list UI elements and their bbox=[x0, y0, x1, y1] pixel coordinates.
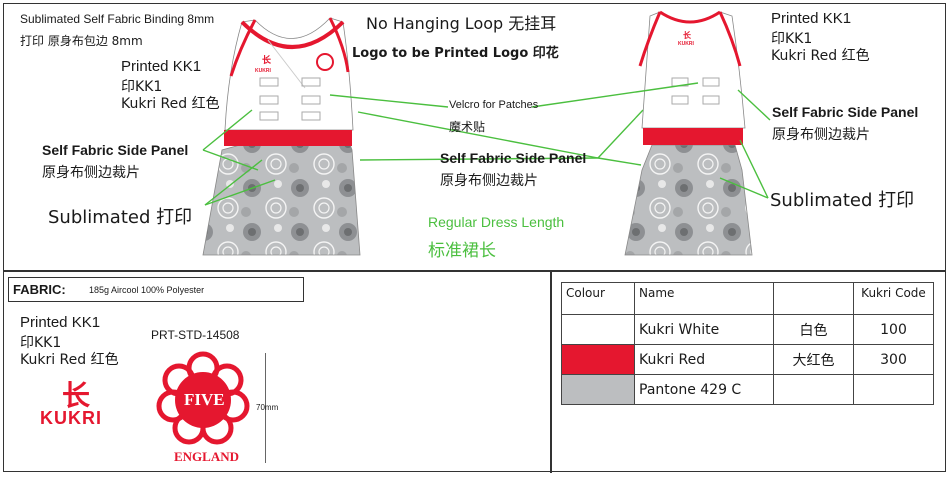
colour-cn: 大红色 bbox=[773, 344, 854, 375]
no-hanging-loop-note: No Hanging Loop 无挂耳 bbox=[366, 14, 557, 33]
binding-note-en: Sublimated Self Fabric Binding 8mm bbox=[20, 12, 215, 26]
svg-text:KUKRI: KUKRI bbox=[678, 41, 694, 47]
front-dress: 长 KUKRI bbox=[202, 17, 361, 256]
back-dress: 长 KUKRI bbox=[624, 10, 753, 256]
side-panel-right-en: Self Fabric Side Panel bbox=[772, 104, 919, 120]
logo-printed-kk1: Printed KK1 bbox=[20, 314, 101, 331]
fabric-label: FABRIC: bbox=[13, 282, 66, 297]
dress-illustrations: 长 KUKRI 长 KUKRI bbox=[202, 10, 771, 256]
regular-length-cn: 标准裙长 bbox=[428, 241, 496, 261]
svg-text:KUKRI: KUKRI bbox=[255, 68, 271, 74]
header-name: Name bbox=[634, 282, 774, 315]
velcro-note-cn: 魔术贴 bbox=[449, 120, 486, 134]
back-yin-kk1: 印KK1 bbox=[771, 31, 813, 47]
sheet-frame bbox=[3, 3, 946, 472]
table-row: Kukri White 白色 100 bbox=[561, 314, 934, 345]
back-kukri-red: Kukri Red 红色 bbox=[771, 48, 870, 64]
colour-cn bbox=[773, 374, 854, 405]
colour-swatch bbox=[561, 374, 635, 405]
header-cn bbox=[773, 282, 854, 315]
dimension-label: 70mm bbox=[256, 403, 279, 412]
england-netball-crest-icon bbox=[156, 351, 250, 445]
divider-horizontal bbox=[3, 270, 946, 272]
front-printed-kk1: Printed KK1 bbox=[121, 58, 202, 75]
kukri-wordmark: KUKRI bbox=[40, 408, 102, 428]
colour-name: Pantone 429 C bbox=[634, 374, 774, 405]
colour-code: 300 bbox=[853, 344, 934, 375]
colour-code bbox=[853, 374, 934, 405]
table-row: Kukri Red 大红色 300 bbox=[561, 344, 934, 375]
svg-text:长: 长 bbox=[262, 54, 272, 66]
dimension-line bbox=[265, 353, 266, 463]
colour-cn: 白色 bbox=[773, 314, 854, 345]
colour-swatch bbox=[561, 314, 635, 345]
crest-five-text: FIVE bbox=[184, 390, 225, 409]
colour-table: Colour Name Kukri Code Kukri White 白色 10… bbox=[561, 282, 934, 405]
side-panel-left-cn: 原身布侧边裁片 bbox=[42, 165, 140, 181]
side-panel-mid-cn: 原身布侧边裁片 bbox=[440, 173, 538, 189]
print-code: PRT-STD-14508 bbox=[151, 328, 240, 342]
crest-england-text: ENGLAND bbox=[174, 449, 240, 464]
back-printed-kk1: Printed KK1 bbox=[771, 10, 852, 27]
binding-note-cn: 打印 原身布包边 8mm bbox=[20, 34, 143, 48]
fabric-value: 185g Aircool 100% Polyester bbox=[89, 285, 205, 295]
front-kukri-red: Kukri Red 红色 bbox=[121, 96, 220, 112]
sublimated-right: Sublimated 打印 bbox=[770, 190, 915, 211]
kukri-symbol-icon: 长 bbox=[62, 379, 91, 412]
colour-code: 100 bbox=[853, 314, 934, 345]
logo-yin-kk1: 印KK1 bbox=[20, 335, 62, 351]
header-colour: Colour bbox=[561, 282, 635, 315]
colour-name: Kukri White bbox=[634, 314, 774, 345]
velcro-note-en: Velcro for Patches bbox=[449, 99, 539, 111]
table-row: Pantone 429 C bbox=[561, 374, 934, 405]
regular-length-en: Regular Dress Length bbox=[428, 214, 565, 230]
colour-name: Kukri Red bbox=[634, 344, 774, 375]
header-kukri-code: Kukri Code bbox=[853, 282, 934, 315]
colour-swatch bbox=[561, 344, 635, 375]
front-yin-kk1: 印KK1 bbox=[121, 79, 163, 95]
side-panel-left-en: Self Fabric Side Panel bbox=[42, 142, 189, 158]
colour-table-header: Colour Name Kukri Code bbox=[561, 282, 934, 315]
side-panel-mid-en: Self Fabric Side Panel bbox=[440, 150, 587, 166]
fabric-box: FABRIC: 185g Aircool 100% Polyester bbox=[8, 277, 304, 302]
svg-text:长: 长 bbox=[683, 30, 692, 40]
logo-printed-note: Logo to be Printed Logo 印花 bbox=[352, 46, 559, 61]
logo-kukri-red: Kukri Red 红色 bbox=[20, 352, 119, 368]
divider-vertical bbox=[550, 270, 552, 473]
sublimated-left: Sublimated 打印 bbox=[48, 207, 193, 228]
leader-lines bbox=[202, 82, 771, 206]
side-panel-right-cn: 原身布侧边裁片 bbox=[772, 127, 870, 143]
